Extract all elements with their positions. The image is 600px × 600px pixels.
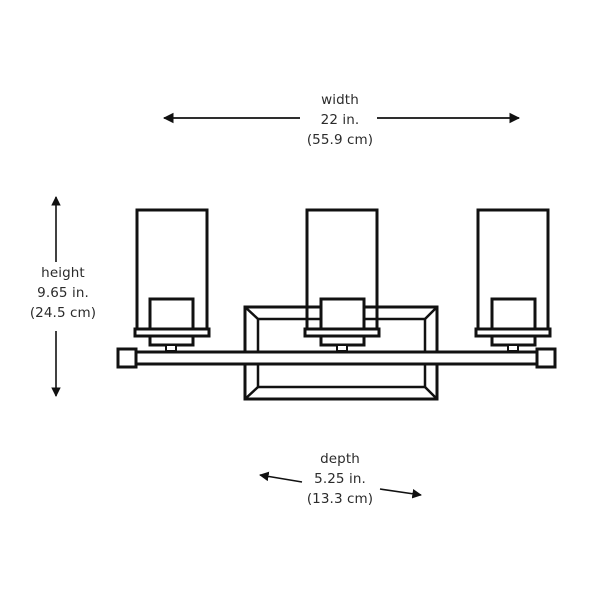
height-name: height <box>41 265 85 281</box>
shade-right <box>474 208 552 352</box>
width-metric: (55.9 cm) <box>306 132 374 148</box>
depth-arrow-icon <box>259 471 422 499</box>
shade-left <box>133 208 211 352</box>
width-imperial: 22 in. <box>320 112 360 128</box>
mounting-bar <box>116 347 557 369</box>
width-name: width <box>321 92 359 108</box>
height-imperial: 9.65 in. <box>37 285 89 301</box>
depth-metric: (13.3 cm) <box>306 491 374 507</box>
width-label: width 22 in. (55.9 cm) <box>290 90 390 150</box>
depth-name: depth <box>320 451 360 467</box>
shade-center <box>303 208 381 352</box>
height-label: height 9.65 in. (24.5 cm) <box>13 263 113 323</box>
height-metric: (24.5 cm) <box>29 305 97 321</box>
depth-label: depth 5.25 in. (13.3 cm) <box>290 449 390 509</box>
depth-imperial: 5.25 in. <box>314 471 366 487</box>
